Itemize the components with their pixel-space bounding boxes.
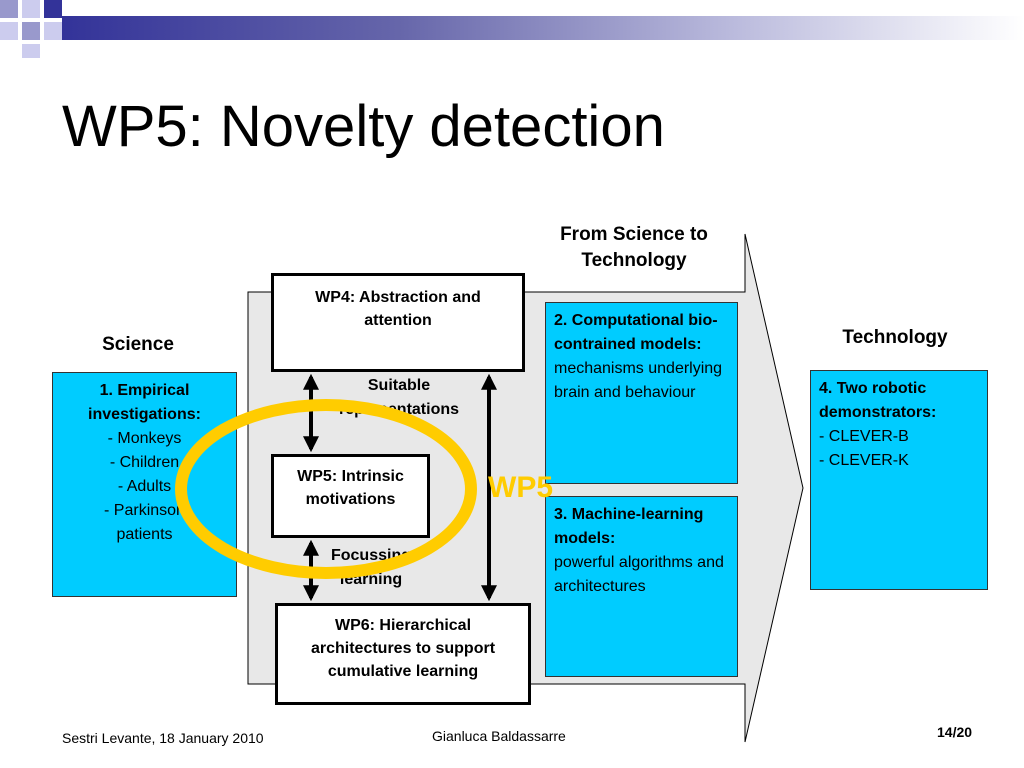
- empirical-investigations-box: 1. Empirical investigations: - Monkeys -…: [52, 372, 237, 597]
- wp6-box: WP6: Hierarchical architectures to suppo…: [275, 603, 531, 705]
- footer-author: Gianluca Baldassarre: [432, 728, 566, 744]
- page-number: 14/20: [937, 724, 973, 740]
- corner-decoration: [0, 0, 1024, 60]
- header-gradient-bar: [62, 16, 1024, 40]
- wp4-box: WP4: Abstraction and attention: [271, 273, 525, 372]
- page-title: WP5: Novelty detection: [62, 94, 665, 159]
- machine-learning-models-box: 3. Machine-learning models: powerful alg…: [545, 496, 738, 677]
- computational-models-box: 2. Computational bio-contrained models: …: [545, 302, 738, 484]
- science-label: Science: [102, 334, 174, 355]
- wp5-box: WP5: Intrinsic motivations: [271, 454, 430, 538]
- technology-label: Technology: [842, 327, 948, 348]
- robotic-demonstrators-box: 4. Two robotic demonstrators: - CLEVER-B…: [810, 370, 988, 590]
- from-science-to-technology-label: From Science to Technology: [560, 224, 708, 271]
- wp5-highlight-label: WP5: [488, 471, 554, 504]
- footer-date: Sestri Levante, 18 January 2010: [62, 730, 264, 746]
